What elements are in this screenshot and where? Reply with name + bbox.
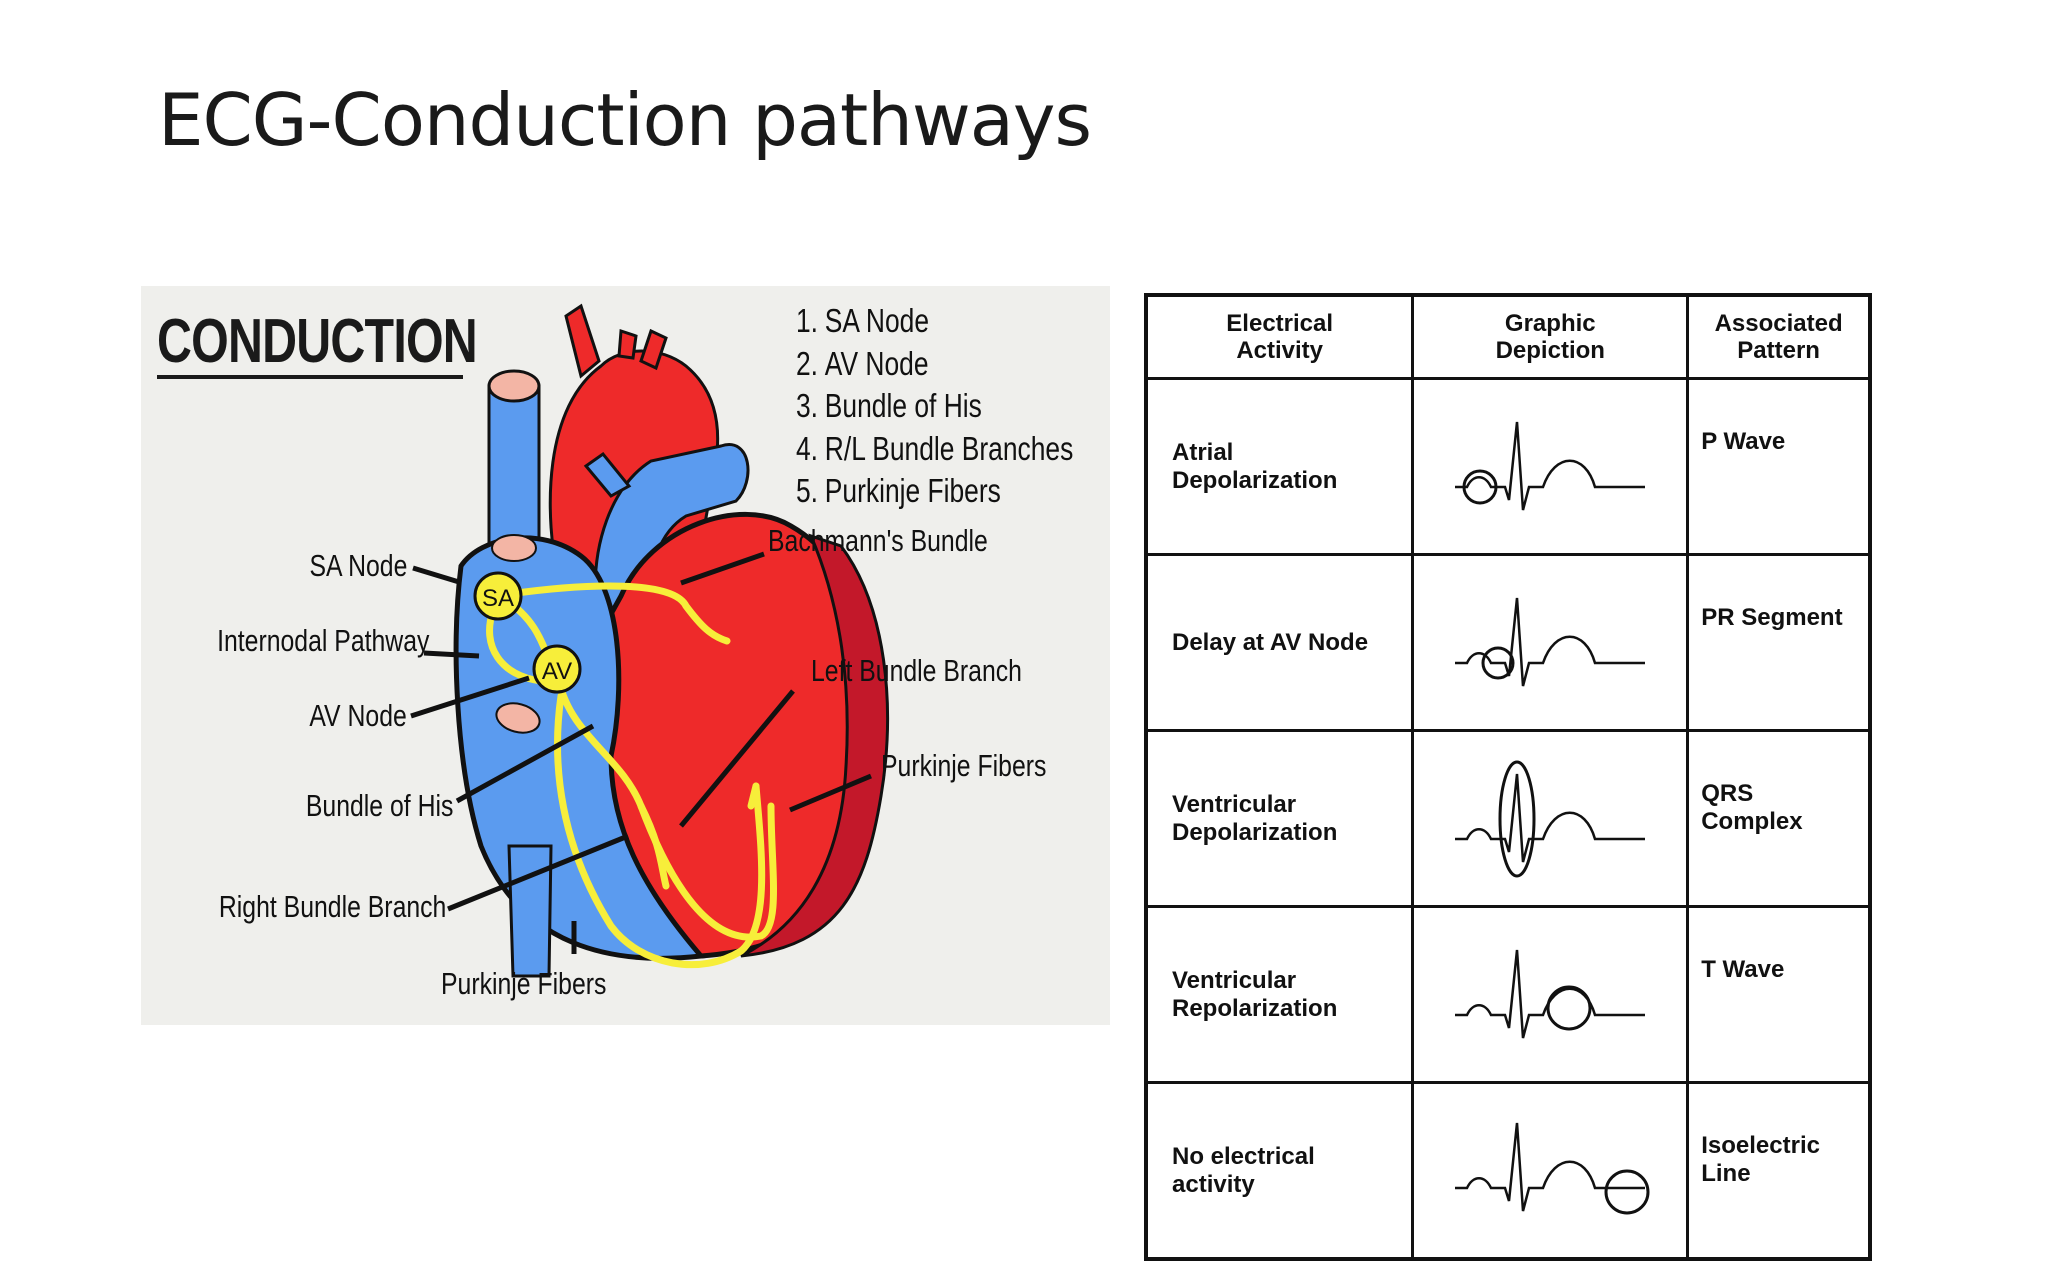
- callout-sa-node: SA Node: [309, 548, 407, 583]
- activity-cell: No electrical activity: [1144, 1081, 1415, 1261]
- heading-underline: [157, 375, 463, 379]
- sa-node-label: SA: [482, 585, 514, 612]
- legend-item: 1.SA Node: [796, 302, 930, 339]
- inferior-vena-cava: [507, 844, 553, 978]
- pink-valve-top: [491, 534, 537, 562]
- pattern-cell: PR Segment: [1686, 553, 1872, 732]
- table-row: Ventricular Repolarization T Wave: [1144, 905, 1872, 1084]
- legend-item: 4.R/L Bundle Branches: [796, 429, 1074, 467]
- qrs-complex-ellipse: [1498, 760, 1536, 877]
- ecg-waveform-t-wave: [1455, 949, 1646, 1038]
- callout-bachmanns-bundle: Bachmann's Bundle: [768, 523, 988, 558]
- header-graphic-depiction: Graphic Depiction: [1411, 293, 1690, 380]
- legend-item: 3.Bundle of His: [796, 387, 982, 424]
- leader-lines: [410, 551, 872, 954]
- isoelectric-line-circle: [1604, 1169, 1650, 1214]
- heart-conduction-diagram: SA AV CONDUCTION 1.SA Node 2.AV Node 3.B…: [141, 286, 1110, 1025]
- callout-purkinje-bottom: Purkinje Fibers: [441, 966, 607, 1001]
- ecg-graphic-cell: [1411, 553, 1690, 732]
- av-node: [532, 644, 582, 694]
- pattern-cell: Isoelectric Line: [1686, 1081, 1872, 1261]
- purkinje-right-leader: [789, 773, 872, 813]
- activity-cell: Ventricular Repolarization: [1144, 905, 1415, 1084]
- callout-purkinje-right: Purkinje Fibers: [881, 748, 1047, 783]
- table-row: No electrical activity Isoelectric Line: [1144, 1081, 1872, 1261]
- pulmonary-branch: [583, 451, 632, 498]
- bundle-of-his-leader: [455, 723, 595, 804]
- diagram-heading: CONDUCTION: [157, 307, 478, 376]
- legend-list: 1.SA Node 2.AV Node 3.Bundle of His 4.R/…: [796, 300, 1110, 513]
- callout-bundle-of-his: Bundle of His: [305, 788, 453, 823]
- callout-right-bundle-branch: Right Bundle Branch: [218, 889, 446, 924]
- pattern-cell: QRS Complex: [1686, 729, 1872, 908]
- av-node-leader: [410, 675, 530, 719]
- brachiocephalic-artery: [564, 303, 601, 379]
- coronary-sinus: [495, 702, 541, 734]
- left-ventricle-wall: [740, 533, 889, 958]
- callout-left-bundle-branch: Left Bundle Branch: [811, 653, 1022, 688]
- ecg-waveform-isoelectric: [1455, 1122, 1650, 1214]
- table-row: Ventricular Depolarization QRS Complex: [1144, 729, 1872, 908]
- ecg-waveform-p-wave: [1455, 421, 1646, 510]
- subclavian-artery: [639, 328, 668, 371]
- legend-item: 5.Purkinje Fibers: [796, 472, 1001, 509]
- right-bundle-path: [554, 692, 766, 969]
- activity-cell: Atrial Depolarization: [1144, 377, 1415, 556]
- left-bundle-leader: [679, 689, 795, 828]
- ecg-waveform-pr-segment: [1455, 597, 1646, 686]
- sa-node-leader: [412, 565, 460, 585]
- table-row: Delay at AV Node PR Segment: [1144, 553, 1872, 732]
- internodal-leader: [423, 650, 480, 659]
- bachmanns-bundle-path: [492, 582, 731, 645]
- t-wave-circle: [1546, 985, 1592, 1030]
- header-electrical-activity: Electrical Activity: [1144, 293, 1415, 380]
- slide-title: ECG-Conduction pathways: [158, 78, 1092, 162]
- ecg-pattern-table: Electrical Activity Graphic Depiction As…: [1144, 293, 1872, 1261]
- purkinje-tip: [747, 782, 760, 810]
- ecg-waveform-qrs: [1455, 760, 1646, 877]
- pattern-cell: P Wave: [1686, 377, 1872, 556]
- header-associated-pattern: Associated Pattern: [1686, 293, 1872, 380]
- ecg-graphic-cell: [1411, 377, 1690, 556]
- p-wave-circle: [1462, 469, 1498, 504]
- bundle-of-his-path: [555, 677, 670, 890]
- carotid-artery: [617, 328, 638, 360]
- ecg-graphic-cell: [1411, 905, 1690, 1084]
- table-header-row: Electrical Activity Graphic Depiction As…: [1144, 293, 1872, 380]
- conduction-pathways: [486, 582, 777, 969]
- legend-item: 2.AV Node: [796, 344, 929, 382]
- bachmann-leader: [680, 551, 765, 586]
- left-bundle-path: [637, 802, 777, 941]
- sa-node: [473, 571, 523, 621]
- pattern-cell: T Wave: [1686, 905, 1872, 1084]
- ecg-graphic-cell: [1411, 729, 1690, 908]
- heart-illustration: SA AV: [410, 303, 889, 978]
- av-node-label: AV: [542, 658, 572, 685]
- svc-opening: [487, 369, 541, 403]
- pr-segment-circle: [1481, 646, 1515, 679]
- activity-cell: Ventricular Depolarization: [1144, 729, 1415, 908]
- callout-internodal-pathway: Internodal Pathway: [216, 623, 429, 658]
- ecg-graphic-cell: [1411, 1081, 1690, 1261]
- table-row: Atrial Depolarization P Wave: [1144, 377, 1872, 556]
- activity-cell: Delay at AV Node: [1144, 553, 1415, 732]
- right-bundle-leader: [447, 833, 629, 912]
- callout-av-node: AV Node: [309, 698, 407, 733]
